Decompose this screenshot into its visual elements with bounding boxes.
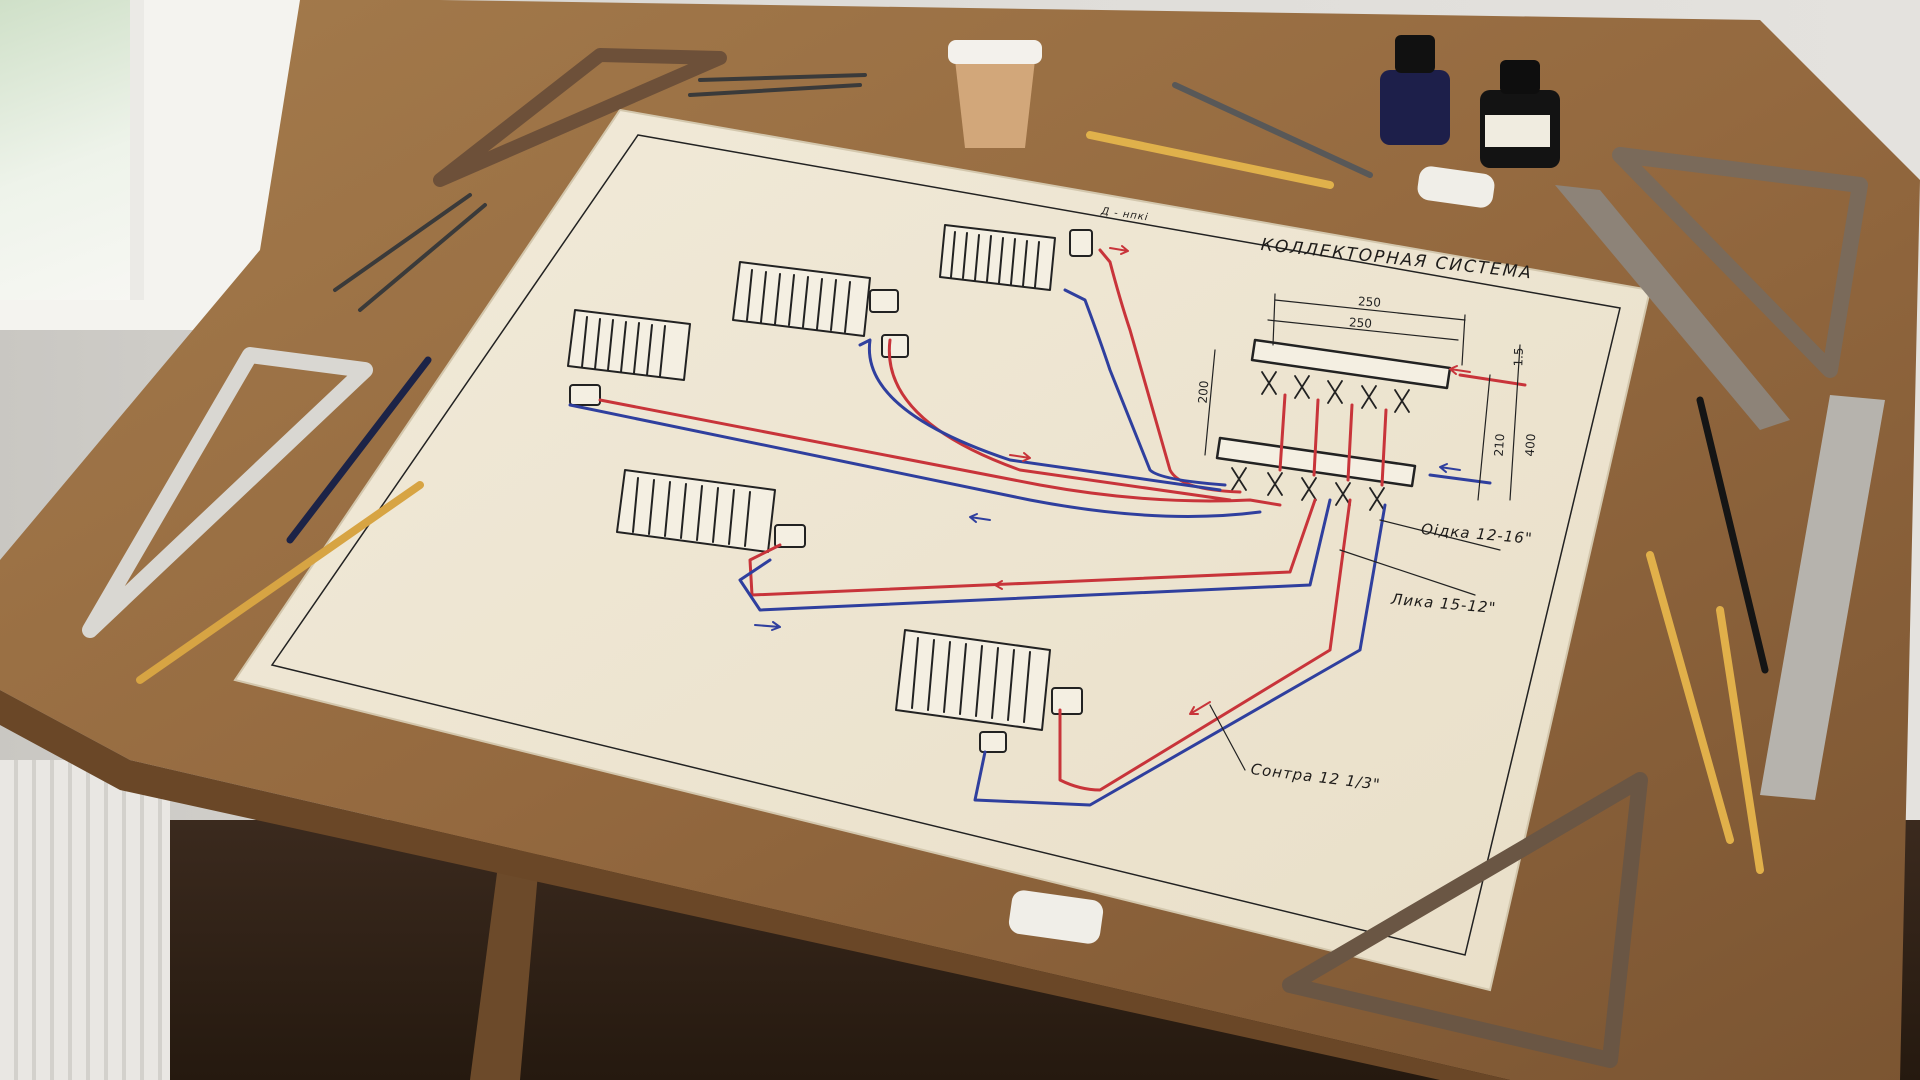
triangle-ruler-icon <box>82 48 1868 1068</box>
window-pane <box>0 0 144 300</box>
cold-pipes <box>568 288 1492 807</box>
eraser-icon <box>1008 166 1495 944</box>
manifold-valves <box>1231 371 1410 511</box>
dimension-right-inner: 210 <box>1491 433 1508 457</box>
manifold <box>1215 338 1452 488</box>
window <box>0 0 318 330</box>
pencil-icon <box>136 82 1769 874</box>
compass-icon <box>333 73 867 312</box>
radiator-icon <box>732 261 871 337</box>
radiator-icon <box>895 629 1051 731</box>
table-leg-left <box>470 850 540 1080</box>
dimension-right-small: 1.5 <box>1511 347 1526 367</box>
radiator-icon <box>567 309 691 381</box>
dimension-right-outer: 400 <box>1522 433 1539 457</box>
radiator-icon <box>939 224 1056 291</box>
radiator-icon <box>616 469 776 553</box>
desk-objects <box>82 35 1885 1068</box>
wall-radiator <box>0 760 170 1080</box>
coffee-cup-icon <box>948 40 1042 148</box>
dimension-top-outer: 250 <box>1357 294 1382 310</box>
dimension-lines <box>1204 293 1521 771</box>
dimension-top-inner: 250 <box>1348 315 1373 331</box>
ink-bottle-icon <box>1380 35 1560 168</box>
steel-ruler-icon <box>1555 185 1885 800</box>
paper-border <box>270 134 1621 956</box>
flow-arrows <box>754 245 1471 715</box>
dimension-left-height: 200 <box>1195 380 1212 404</box>
